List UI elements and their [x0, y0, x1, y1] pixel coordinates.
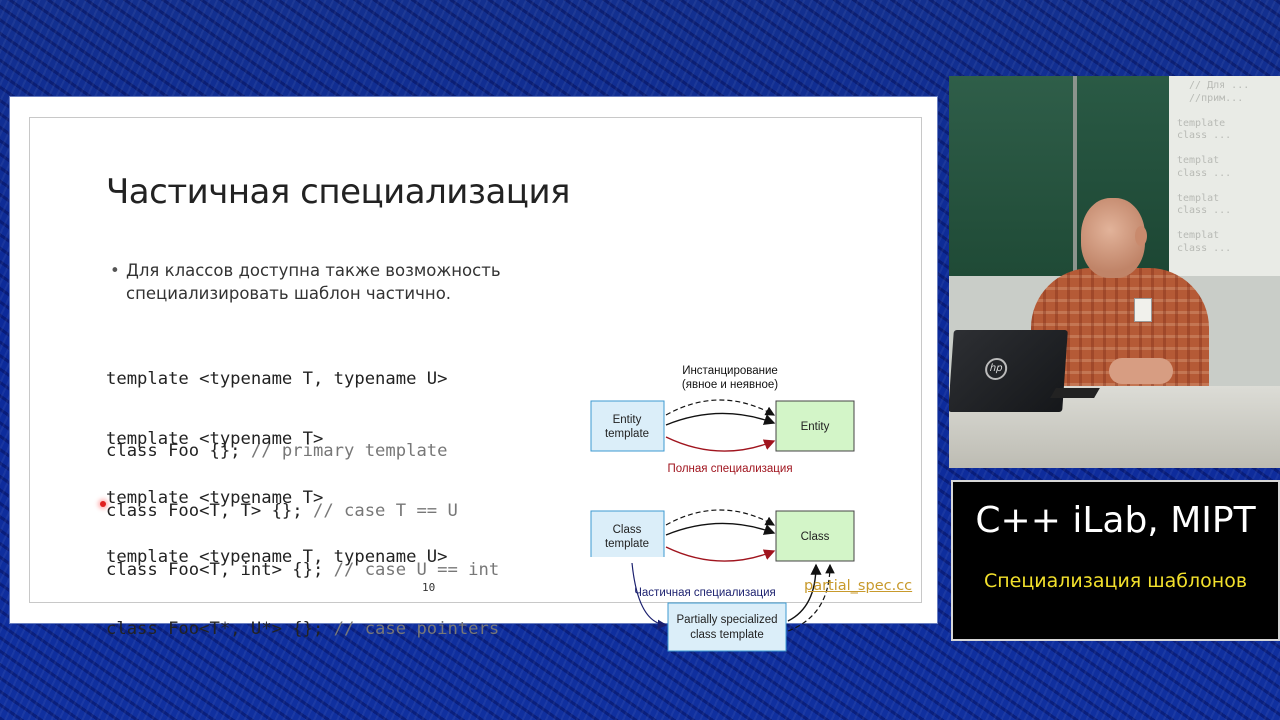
arrow-class-full-spec — [665, 546, 776, 562]
arrow-full-specialization — [665, 436, 776, 452]
code-comment: // case U == int — [333, 560, 500, 580]
code-case-t-eq-u: template <typename T> class Foo<T, T> {}… — [106, 379, 458, 571]
arrow-implicit-instantiation — [665, 399, 776, 416]
node-entity — [775, 400, 855, 452]
code-case-pointers: template <typename T, typename U> class … — [106, 497, 499, 689]
arrow-class-implicit — [665, 509, 776, 526]
speaker-hands — [1109, 358, 1173, 384]
code-line: template <typename T, typename U> — [106, 547, 448, 567]
code-comment: // case pointers — [333, 619, 500, 639]
bullet-point: • Для классов доступна также возможность… — [110, 259, 532, 305]
node-class-label: Class — [801, 531, 830, 543]
label-instantiation: Инстанцирование — [682, 365, 778, 377]
code-text: class Foo<T, int> {}; — [106, 560, 334, 580]
chalkboard-left — [949, 76, 1073, 276]
label-full-specialization: Полная специализация — [667, 463, 792, 475]
specialization-diagram: Инстанцирование (явное и неявное) Entity… — [590, 365, 855, 557]
projection-screen: // Для ... //прим... template class ... … — [1169, 76, 1280, 276]
arrow-partial-specialization — [631, 562, 668, 630]
slide-title: Частичная специализация — [106, 172, 571, 212]
code-line: template <typename T> — [106, 488, 324, 508]
node-class-template-label: Class — [613, 524, 642, 536]
arrow-explicit-instantiation — [665, 412, 776, 426]
node-partial-label: Partially specialized — [677, 614, 778, 626]
slide-page-number: 10 — [422, 581, 436, 594]
node-class — [775, 510, 855, 562]
label-instantiation-sub: (явное и неявное) — [682, 379, 778, 391]
hp-logo-icon: hp — [984, 358, 1008, 380]
speaker-ear — [1135, 226, 1147, 246]
node-class-template-label: template — [605, 538, 649, 550]
code-line: template <typename T> — [106, 429, 324, 449]
code-comment: // case T == U — [312, 501, 458, 521]
code-line: template <typename T, typename U> — [106, 369, 448, 389]
arrow-class-explicit — [665, 522, 776, 536]
course-caption: C++ iLab, MIPT Специализация шаблонов — [951, 480, 1280, 641]
source-file-link[interactable]: partial_spec.cc — [804, 578, 913, 594]
code-comment: // primary template — [250, 441, 448, 461]
code-line: class Foo<T, int> {}; // case U == int — [106, 558, 499, 582]
node-partial-label: class template — [690, 629, 764, 641]
lecture-topic: Специализация шаблонов — [983, 570, 1248, 592]
code-line: class Foo {}; // primary template — [106, 439, 447, 463]
course-title: C++ iLab, MIPT — [975, 500, 1256, 541]
code-line: class Foo<T, T> {}; // case T == U — [106, 499, 458, 523]
name-badge — [1134, 298, 1152, 322]
code-text: class Foo<T, T> {}; — [106, 501, 313, 521]
code-text: class Foo<T*, U*> {}; — [106, 619, 334, 639]
label-partial-specialization: Частичная специализация — [634, 587, 775, 599]
laptop-base — [1050, 388, 1100, 398]
projected-code-text: // Для ... //прим... template class ... … — [1177, 80, 1250, 254]
code-text: class Foo {}; — [106, 441, 251, 461]
speaker-video: // Для ... //прим... template class ... … — [949, 76, 1280, 468]
bullet-dot-icon: • — [110, 261, 120, 280]
slide-border — [29, 117, 922, 603]
node-class-template — [590, 510, 665, 557]
code-primary-template: template <typename T, typename U> class … — [106, 319, 447, 511]
bullet-text: Для классов доступна также возможность с… — [126, 261, 501, 303]
node-entity-template-label: template — [605, 428, 649, 440]
specialization-diagram-lower: Class Частичная специализация Partially … — [631, 509, 855, 652]
node-entity-template-label: Entity — [613, 414, 642, 426]
node-partial-class-template — [667, 602, 787, 652]
node-entity-label: Entity — [801, 421, 830, 433]
code-line: class Foo<T*, U*> {}; // case pointers — [106, 617, 499, 641]
node-entity-template — [590, 400, 665, 452]
arrow-partial-implicit — [787, 563, 835, 632]
chalkboard-divider — [1073, 76, 1077, 276]
presentation-slide: Частичная специализация • Для классов до… — [10, 97, 937, 652]
code-case-u-eq-int: template <typename T> class Foo<T, int> … — [106, 438, 499, 630]
laser-pointer-dot — [100, 501, 106, 507]
arrow-partial-explicit — [787, 563, 822, 622]
speaker-head — [1081, 198, 1145, 278]
laptop: hp — [949, 330, 1068, 412]
